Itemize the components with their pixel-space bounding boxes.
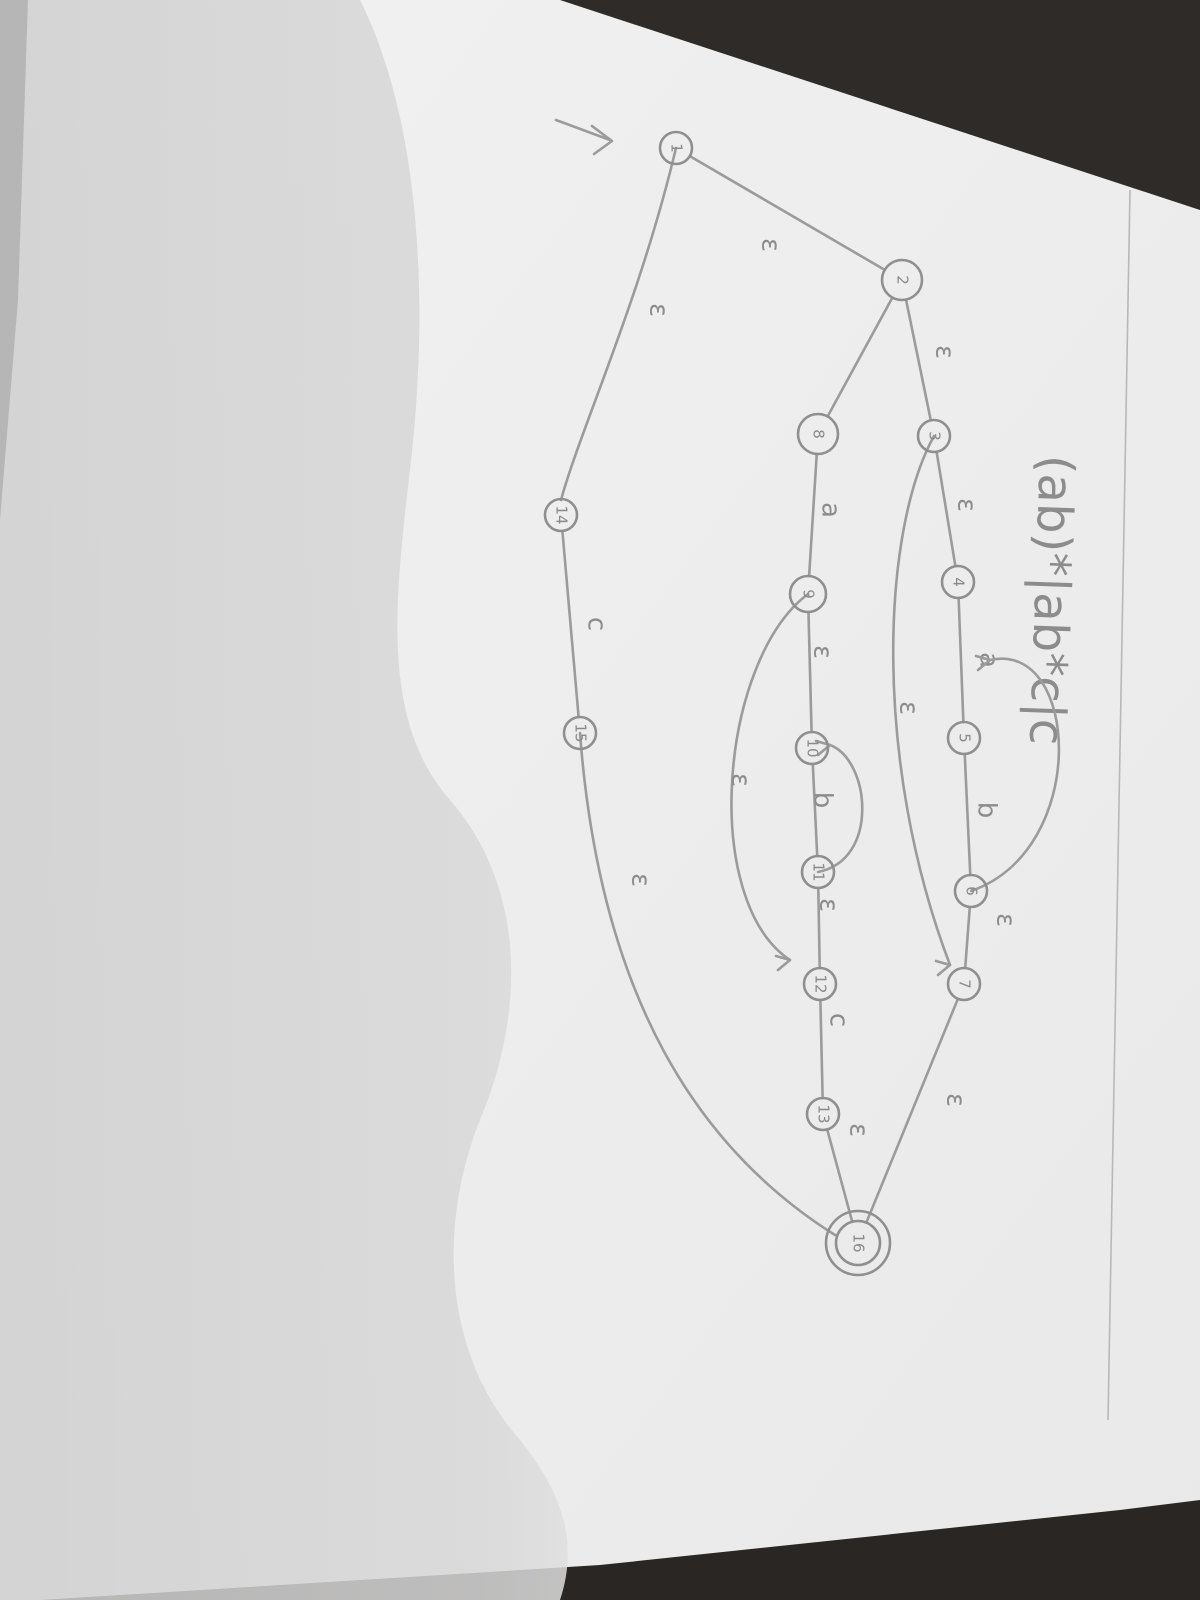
- edge-2-8: [826, 296, 894, 418]
- state-circle-12: [802, 966, 838, 1002]
- edge-7-16: [865, 997, 960, 1224]
- state-9: 9: [788, 574, 828, 614]
- edge-6-4: [969, 657, 1061, 893]
- state-label-1: 1: [668, 143, 686, 153]
- edge-8-9: [807, 452, 819, 578]
- state-label-3: 3: [926, 431, 944, 441]
- state-circle-1: [658, 130, 694, 166]
- edge-2-3: [904, 298, 933, 422]
- state-1: 1: [658, 130, 694, 166]
- edge-label-9-12: ε: [726, 773, 756, 787]
- margin-line: [1107, 189, 1131, 1421]
- edge-3-4: [935, 450, 957, 568]
- state-13: 13: [805, 1096, 841, 1132]
- arrowhead-6-4: [974, 654, 992, 672]
- state-circle-3: [916, 418, 952, 454]
- state-label-5: 5: [956, 733, 974, 743]
- state-label-7: 7: [956, 979, 974, 989]
- edge-1-14: [559, 146, 678, 502]
- edge-5-6: [963, 752, 972, 877]
- edge-14-15: [561, 529, 580, 719]
- state-circle-16: [834, 1219, 882, 1267]
- edge-12-13: [819, 998, 824, 1100]
- edge-label-3-4: ε: [952, 498, 982, 512]
- state-2: 2: [880, 258, 924, 302]
- edge-11-12: [816, 886, 822, 970]
- edge-11-10: [816, 743, 864, 874]
- state-circle-4: [940, 564, 976, 600]
- edge-label-14-15: c: [582, 617, 612, 631]
- accepting-ring-16: [824, 1209, 892, 1277]
- arrowhead-9-12: [774, 954, 792, 972]
- desk-corner: [560, 0, 1200, 210]
- state-14: 14: [543, 497, 579, 533]
- state-label-2: 2: [894, 275, 912, 285]
- edge-label-11-12: ε: [814, 898, 844, 912]
- edge-13-16: [825, 1128, 854, 1224]
- edge-label-13-16: ε: [844, 1123, 874, 1137]
- state-circle-13: [805, 1096, 841, 1132]
- state-label-16: 16: [850, 1233, 868, 1252]
- edge-9-10: [807, 610, 813, 734]
- edge-label-7-16: ε: [941, 1093, 971, 1107]
- edge-label-10-11: b: [808, 792, 838, 809]
- state-circle-6: [953, 873, 989, 909]
- edge-label-2-3: ε: [930, 345, 960, 359]
- state-label-10: 10: [804, 738, 822, 757]
- state-label-15: 15: [572, 723, 590, 742]
- state-label-11: 11: [810, 862, 828, 881]
- state-5: 5: [946, 720, 982, 756]
- state-10: 10: [794, 730, 830, 766]
- state-circle-10: [794, 730, 830, 766]
- state-circle-5: [946, 720, 982, 756]
- state-label-12: 12: [812, 974, 830, 993]
- arrowhead-11-10: [814, 739, 832, 757]
- edge-label-6-7: ε: [991, 913, 1021, 927]
- state-circle-9: [788, 574, 828, 614]
- edge-label-9-10: ε: [808, 645, 838, 659]
- state-circle-7: [946, 966, 982, 1002]
- edge-4-5: [957, 596, 965, 724]
- arrowhead-3-7: [934, 959, 952, 977]
- state-4: 4: [940, 564, 976, 600]
- state-circle-14: [543, 497, 579, 533]
- hand-shadow: [0, 0, 568, 1600]
- state-label-6: 6: [963, 886, 981, 896]
- state-label-4: 4: [950, 577, 968, 587]
- edge-3-7: [891, 434, 952, 967]
- state-3: 3: [916, 418, 952, 454]
- state-circle-8: [796, 412, 840, 456]
- start-arrow: [554, 118, 614, 156]
- edge-label-5-6: b: [972, 802, 1002, 819]
- edge-label-15-16: ε: [626, 873, 656, 887]
- edge-6-7: [963, 905, 972, 970]
- state-16: 16: [824, 1209, 892, 1277]
- edge-label-3-7: ε: [894, 701, 924, 715]
- edge-1-2: [688, 154, 887, 272]
- edge-label-12-13: c: [824, 1013, 854, 1027]
- state-label-9: 9: [800, 589, 818, 599]
- edge-10-11: [811, 762, 819, 858]
- state-15: 15: [562, 715, 598, 751]
- state-label-13: 13: [815, 1104, 833, 1123]
- state-label-14: 14: [553, 505, 571, 524]
- state-circle-15: [562, 715, 598, 751]
- edge-label-8-9: a: [816, 502, 846, 518]
- state-6: 6: [953, 873, 989, 909]
- state-7: 7: [946, 966, 982, 1002]
- edge-15-16: [578, 731, 837, 1237]
- edge-label-1-14: ε: [644, 303, 674, 317]
- state-12: 12: [802, 966, 838, 1002]
- state-circle-2: [880, 258, 924, 302]
- state-11: 11: [800, 854, 836, 890]
- state-label-8: 8: [810, 429, 828, 439]
- state-8: 8: [796, 412, 840, 456]
- state-circle-11: [800, 854, 836, 890]
- edge-9-12: [730, 592, 810, 962]
- edge-label-1-2: ε: [756, 238, 786, 252]
